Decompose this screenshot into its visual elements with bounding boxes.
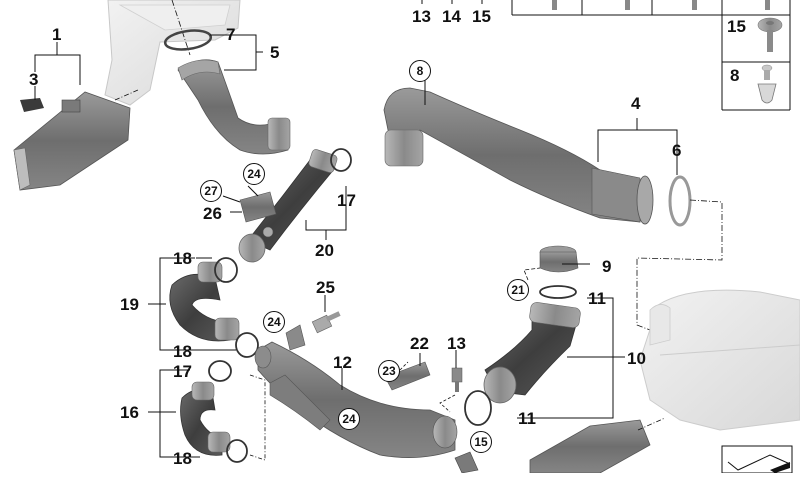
screw-icon xyxy=(552,0,557,10)
screw-icon xyxy=(765,0,770,10)
intake-bellows-5 xyxy=(177,59,291,155)
callout-11-top[interactable]: 11 xyxy=(588,289,606,308)
screw-icon xyxy=(692,0,697,10)
header-label-13: 13 xyxy=(412,7,431,26)
o-ring-18c xyxy=(226,439,248,463)
clean-air-pipe-4 xyxy=(383,72,654,225)
fastener-label-15: 15 xyxy=(727,17,746,36)
callout-13[interactable]: 13 xyxy=(447,334,466,353)
circled-callout-8[interactable]: 8 xyxy=(409,60,431,82)
circled-callout-23[interactable]: 23 xyxy=(378,360,400,382)
callout-6[interactable]: 6 xyxy=(672,141,682,160)
fastener-table xyxy=(421,0,791,111)
intake-silencer-housing-top xyxy=(104,0,241,106)
sensor-22 xyxy=(384,361,431,391)
callout-22[interactable]: 22 xyxy=(410,334,429,353)
callout-4[interactable]: 4 xyxy=(631,94,641,113)
air-intake-duct-lower xyxy=(529,417,666,474)
next-page-icon-frame xyxy=(721,445,793,474)
expanding-rivet-icon xyxy=(757,64,777,104)
screw-icon xyxy=(625,0,630,10)
callout-18-b[interactable]: 18 xyxy=(173,342,192,361)
callout-26[interactable]: 26 xyxy=(203,204,222,223)
flange-9 xyxy=(539,245,579,273)
fastener-label-8: 8 xyxy=(730,66,740,85)
o-ring-17a xyxy=(330,148,352,172)
callout-3[interactable]: 3 xyxy=(29,70,39,89)
air-intake-duct xyxy=(13,89,139,191)
callout-5[interactable]: 5 xyxy=(270,43,280,62)
o-ring-18a xyxy=(214,257,238,283)
intake-silencer-housing xyxy=(639,289,800,431)
callout-9[interactable]: 9 xyxy=(602,257,612,276)
callout-20[interactable]: 20 xyxy=(315,241,334,260)
circled-callout-27[interactable]: 27 xyxy=(200,180,222,202)
torx-flange-screw-icon xyxy=(757,17,783,52)
callout-12[interactable]: 12 xyxy=(333,353,352,372)
header-label-14: 14 xyxy=(442,7,461,26)
header-label-15: 15 xyxy=(472,7,491,26)
sensor-26 xyxy=(239,191,277,223)
callout-17-top[interactable]: 17 xyxy=(337,191,356,210)
callout-25[interactable]: 25 xyxy=(316,278,335,297)
circled-callout-24-b[interactable]: 24 xyxy=(263,311,285,333)
circled-callout-24-c[interactable]: 24 xyxy=(338,408,360,430)
o-ring-11b xyxy=(464,390,492,426)
o-ring-17b xyxy=(208,360,232,382)
o-ring-18b xyxy=(235,332,259,358)
circled-callout-15[interactable]: 15 xyxy=(470,431,492,453)
bolt-25 xyxy=(311,311,341,334)
air-guide-bend-19 xyxy=(169,261,240,342)
o-ring-7 xyxy=(163,29,213,51)
circled-callout-21[interactable]: 21 xyxy=(507,279,529,301)
bracket-15 xyxy=(454,451,479,474)
callout-10[interactable]: 10 xyxy=(627,349,646,368)
callout-1[interactable]: 1 xyxy=(52,25,62,44)
intake-manifold-pipe-12 xyxy=(254,324,456,458)
air-guide-bend-10 xyxy=(483,302,581,404)
callout-18-c[interactable]: 18 xyxy=(173,449,192,468)
air-guide-bend-16 xyxy=(180,381,231,456)
o-ring-11a xyxy=(539,285,577,299)
circled-callout-24-a[interactable]: 24 xyxy=(243,163,265,185)
callout-16[interactable]: 16 xyxy=(120,403,139,422)
callout-18-a[interactable]: 18 xyxy=(173,249,192,268)
hose-clamp-6 xyxy=(668,175,692,227)
callout-17-bottom[interactable]: 17 xyxy=(173,362,192,381)
callout-19[interactable]: 19 xyxy=(120,295,139,314)
callout-7[interactable]: 7 xyxy=(226,25,236,44)
callout-11-bottom[interactable]: 11 xyxy=(518,409,536,428)
charge-air-line-20 xyxy=(238,149,338,263)
temperature-sensor-13 xyxy=(451,367,463,392)
